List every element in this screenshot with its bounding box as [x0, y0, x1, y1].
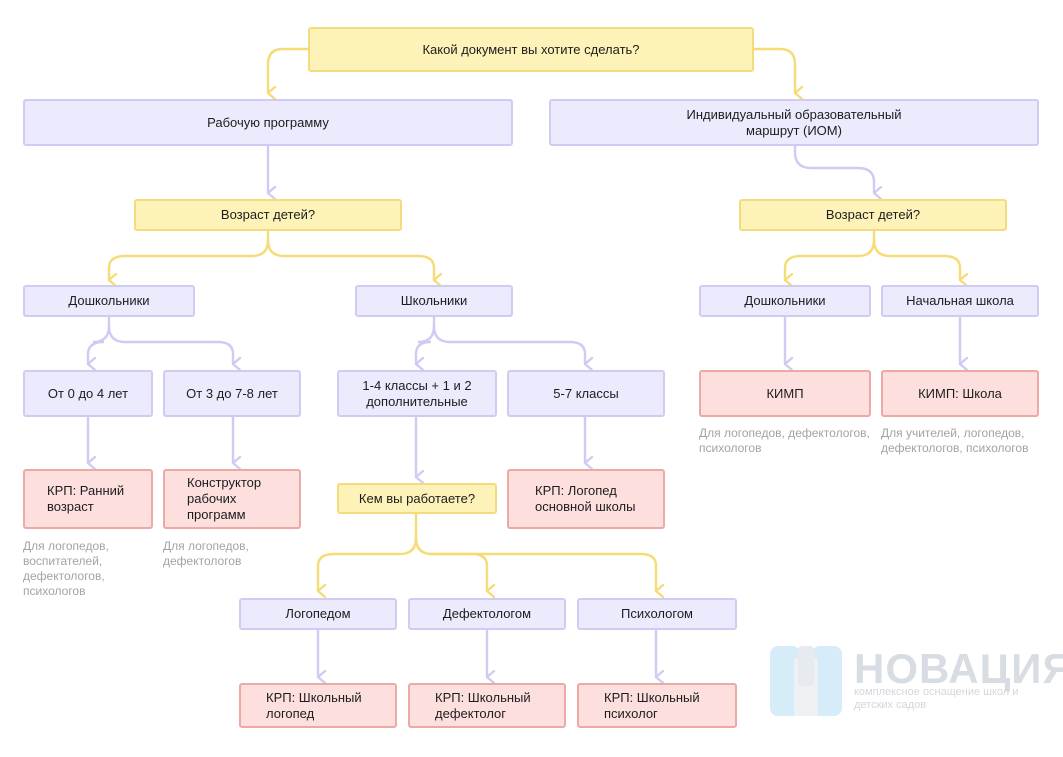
arrow-iom-to-age: [793, 144, 874, 193]
job-question: Кем вы работаете?: [337, 483, 497, 514]
result-school-defect[interactable]: КРП: Школьный дефектолог: [408, 683, 566, 728]
result-constructor[interactable]: Конструктор рабочих программ: [163, 469, 301, 529]
option-defectologist[interactable]: Дефектологом: [408, 598, 566, 630]
logo-tagline: комплексное оснащение школ и детских сад…: [854, 686, 1019, 711]
arrow-age-to-preschool: [107, 229, 270, 280]
option-age-3-78[interactable]: От 3 до 7-8 лет: [163, 370, 301, 417]
arrow-job-to-psych: [414, 536, 656, 591]
option-preschool[interactable]: Дошкольники: [23, 285, 195, 317]
arrow-job-to-defect: [414, 536, 487, 591]
result-school-speech[interactable]: КРП: Школьный логопед: [239, 683, 397, 728]
arrow-preschool-to-3-78: [107, 324, 233, 364]
result-early-age[interactable]: КРП: Ранний возраст: [23, 469, 153, 529]
note-constructor: Для логопедов, дефектологов: [163, 539, 249, 568]
option-speech-therapist[interactable]: Логопедом: [239, 598, 397, 630]
arrow-school-to-1-4: [414, 315, 436, 364]
option-grades-5-7[interactable]: 5-7 классы: [507, 370, 665, 417]
note-early-age: Для логопедов, воспитателей, дефектолого…: [23, 539, 109, 598]
arrow-root-to-iom: [752, 47, 795, 93]
arrow-job-to-speech: [316, 512, 418, 591]
arrow-right-age-to-primary: [872, 238, 960, 280]
option-age-0-4[interactable]: От 0 до 4 лет: [23, 370, 153, 417]
result-kimp-school[interactable]: КИМП: Школа: [881, 370, 1039, 417]
arrow-preschool-to-0-4: [86, 315, 111, 364]
note-kimp: Для логопедов, дефектологов, психологов: [699, 426, 870, 455]
logo-name: НОВАЦИЯ: [854, 645, 1063, 692]
arrow-school-to-5-7: [432, 324, 585, 364]
option-work-program[interactable]: Рабочую программу: [23, 99, 513, 146]
note-kimp-school: Для учителей, логопедов, дефектологов, п…: [881, 426, 1029, 455]
option-psychologist[interactable]: Психологом: [577, 598, 737, 630]
arrow-right-age-to-preschool: [783, 229, 876, 280]
arrow-root-to-work-program: [266, 47, 310, 93]
right-age-question: Возраст детей?: [739, 199, 1007, 231]
result-school-psych[interactable]: КРП: Школьный психолог: [577, 683, 737, 728]
option-schoolchildren[interactable]: Школьники: [355, 285, 513, 317]
option-primary-school[interactable]: Начальная школа: [881, 285, 1039, 317]
result-basic-school[interactable]: КРП: Логопед основной школы: [507, 469, 665, 529]
novatsiya-logo: НОВАЦИЯ комплексное оснащение школ и дет…: [768, 642, 1063, 720]
option-right-preschool[interactable]: Дошкольники: [699, 285, 871, 317]
option-grades-1-4[interactable]: 1-4 классы + 1 и 2 дополнительные: [337, 370, 497, 417]
logo-mark-icon: [770, 646, 842, 716]
root-question: Какой документ вы хотите сделать?: [308, 27, 754, 72]
arrow-age-to-schoolchildren: [266, 238, 434, 280]
left-age-question: Возраст детей?: [134, 199, 402, 231]
option-iom[interactable]: Индивидуальный образовательный маршрут (…: [549, 99, 1039, 146]
result-kimp[interactable]: КИМП: [699, 370, 871, 417]
